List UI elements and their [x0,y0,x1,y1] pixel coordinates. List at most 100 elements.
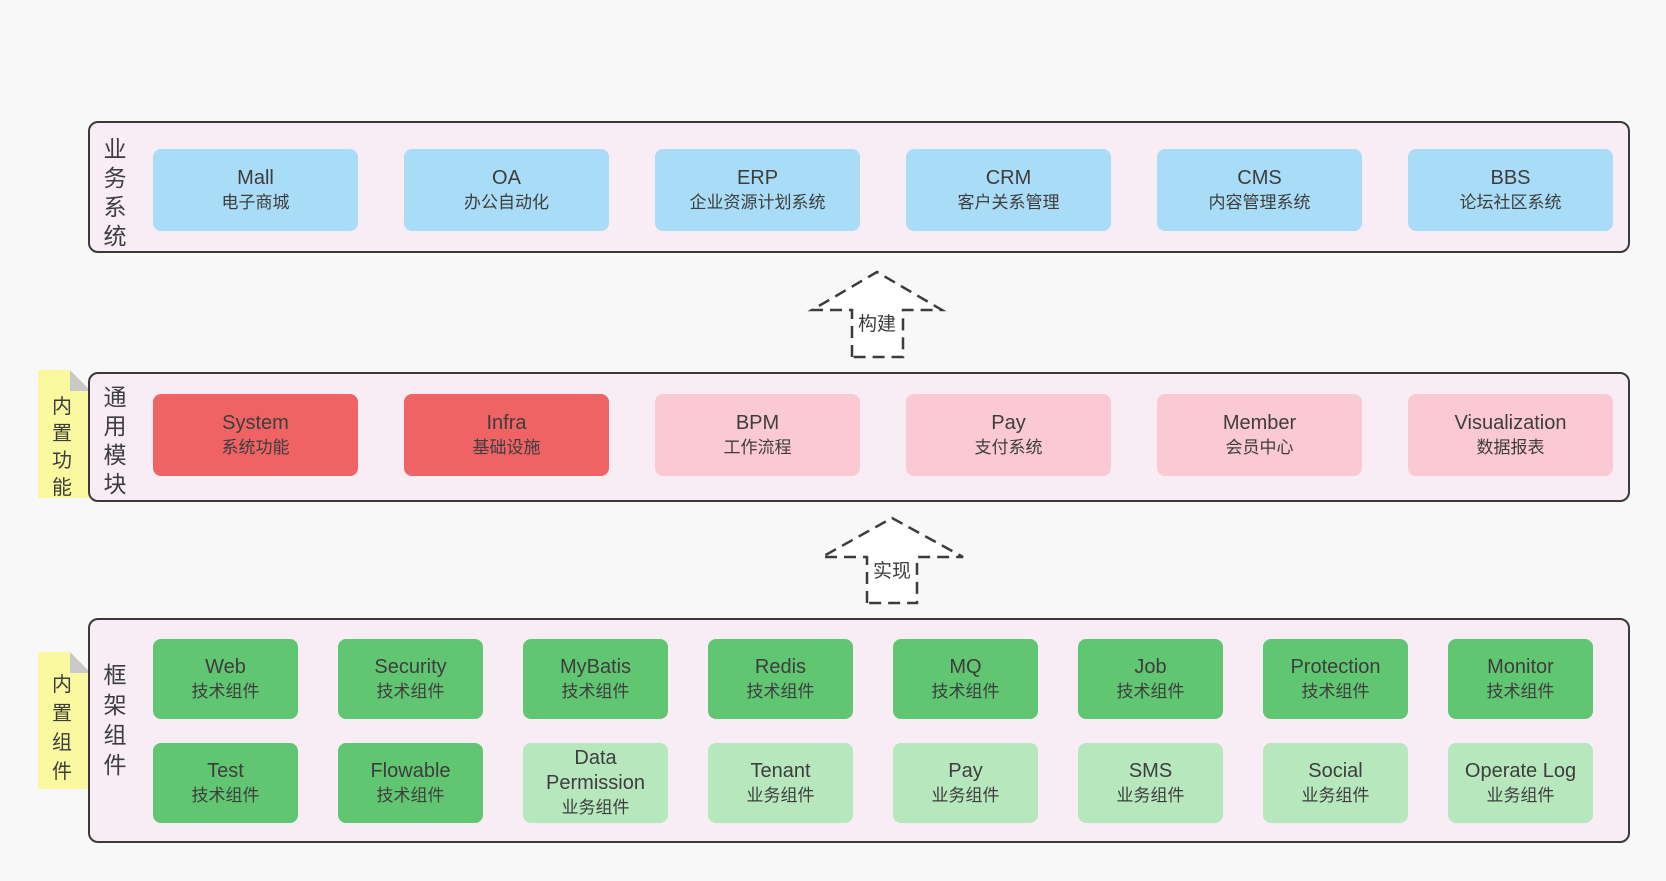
box-system: System 系统功能 [153,394,358,476]
module-name: CMS [1237,166,1282,189]
box-redis: Redis 技术组件 [708,639,853,719]
module-name: Mall [237,166,274,189]
box-sms: SMS 业务组件 [1078,743,1223,823]
module-name: Data Permission [546,747,645,794]
module-name: System [222,411,289,434]
module-subtitle: 业务组件 [1486,785,1555,805]
module-name: Monitor [1487,655,1554,678]
band-framework-components: 框架组件 Web 技术组件 Security 技术组件 MyBatis 技术组件… [88,618,1630,843]
module-name: Social [1308,759,1363,782]
module-name: CRM [985,166,1032,189]
sticky-note-builtin-features: 内置功能 [38,370,91,498]
box-rows: Web 技术组件 Security 技术组件 MyBatis 技术组件 Redi… [90,639,1628,823]
box-web: Web 技术组件 [153,639,298,719]
module-subtitle: 业务组件 [931,785,1000,805]
box-data-permission: Data Permission 业务组件 [523,743,668,823]
arrow-label: 构建 [854,309,900,336]
sticky-note-label: 内置组件 [52,674,72,783]
module-name: Visualization [1454,411,1567,434]
module-subtitle: 会员中心 [1225,437,1294,457]
module-subtitle: 技术组件 [191,785,260,805]
band-common-modules: 通用模块 System 系统功能 Infra 基础设施 BPM 工作流程 Pay… [88,372,1630,502]
module-subtitle: 电子商城 [221,192,290,212]
module-subtitle: 工作流程 [723,437,792,457]
module-subtitle: 技术组件 [746,681,815,701]
module-name: Security [374,655,447,678]
arrow-label: 实现 [869,556,915,583]
module-subtitle: 技术组件 [931,681,1000,701]
module-subtitle: 技术组件 [191,681,260,701]
module-subtitle: 技术组件 [1116,681,1185,701]
module-name: Pay [991,411,1026,434]
module-subtitle: 客户关系管理 [957,192,1060,212]
box-infra: Infra 基础设施 [404,394,609,476]
module-name: Tenant [750,759,811,782]
module-subtitle: 支付系统 [974,437,1043,457]
box-oa: OA 办公自动化 [404,149,609,231]
module-subtitle: 技术组件 [1301,681,1370,701]
box-mq: MQ 技术组件 [893,639,1038,719]
module-subtitle: 数据报表 [1476,437,1545,457]
box-crm: CRM 客户关系管理 [906,149,1111,231]
module-name: MyBatis [559,655,632,678]
module-subtitle: 业务组件 [1301,785,1370,805]
band-business-systems: 业务系统 Mall 电子商城 OA 办公自动化 ERP 企业资源计划系统 CRM… [88,121,1630,253]
sticky-note-builtin-components: 内置组件 [38,652,91,789]
module-subtitle: 业务组件 [1116,785,1185,805]
module-name: Job [1134,655,1167,678]
box-monitor: Monitor 技术组件 [1448,639,1593,719]
sticky-note-label: 内置功能 [52,396,72,499]
module-subtitle: 技术组件 [376,681,445,701]
box-row: System 系统功能 Infra 基础设施 BPM 工作流程 Pay 支付系统… [90,394,1628,476]
box-erp: ERP 企业资源计划系统 [655,149,860,231]
box-bbs: BBS 论坛社区系统 [1408,149,1613,231]
module-subtitle: 业务组件 [561,798,630,817]
module-name: Pay [948,759,983,782]
box-mall: Mall 电子商城 [153,149,358,231]
box-row: Mall 电子商城 OA 办公自动化 ERP 企业资源计划系统 CRM 客户关系… [90,149,1628,231]
module-name: Member [1222,411,1297,434]
module-subtitle: 技术组件 [1486,681,1555,701]
box-visualization: Visualization 数据报表 [1408,394,1613,476]
module-subtitle: 企业资源计划系统 [689,192,826,212]
box-member: Member 会员中心 [1157,394,1362,476]
module-name: BBS [1490,166,1531,189]
box-social: Social 业务组件 [1263,743,1408,823]
module-subtitle: 业务组件 [746,785,815,805]
box-mybatis: MyBatis 技术组件 [523,639,668,719]
module-subtitle: 论坛社区系统 [1459,192,1562,212]
module-subtitle: 基础设施 [472,437,541,457]
implement-arrow: 实现 [815,511,970,609]
module-name: OA [492,166,521,189]
build-arrow: 构建 [805,265,950,363]
box-security: Security 技术组件 [338,639,483,719]
module-name: Protection [1290,655,1381,678]
band-label: 框架组件 [103,662,127,778]
module-name: Operate Log [1464,759,1577,782]
box-operate-log: Operate Log 业务组件 [1448,743,1593,823]
module-subtitle: 办公自动化 [464,192,549,212]
box-job: Job 技术组件 [1078,639,1223,719]
module-subtitle: 内容管理系统 [1208,192,1311,212]
module-subtitle: 技术组件 [561,681,630,701]
module-name: Flowable [370,759,451,782]
box-row: Test 技术组件 Flowable 技术组件 Data Permission … [90,743,1628,823]
module-name: ERP [736,166,779,189]
box-pay-component: Pay 业务组件 [893,743,1038,823]
band-label: 通用模块 [103,384,127,497]
box-flowable: Flowable 技术组件 [338,743,483,823]
box-tenant: Tenant 业务组件 [708,743,853,823]
module-name: Redis [754,655,807,678]
box-row: Web 技术组件 Security 技术组件 MyBatis 技术组件 Redi… [90,639,1628,719]
box-test: Test 技术组件 [153,743,298,823]
band-label: 业务系统 [103,136,127,249]
box-protection: Protection 技术组件 [1263,639,1408,719]
module-name: BPM [735,411,780,434]
module-subtitle: 技术组件 [376,785,445,805]
module-name: Infra [486,411,527,434]
box-pay-system: Pay 支付系统 [906,394,1111,476]
box-cms: CMS 内容管理系统 [1157,149,1362,231]
box-bpm: BPM 工作流程 [655,394,860,476]
module-name: SMS [1128,759,1173,782]
